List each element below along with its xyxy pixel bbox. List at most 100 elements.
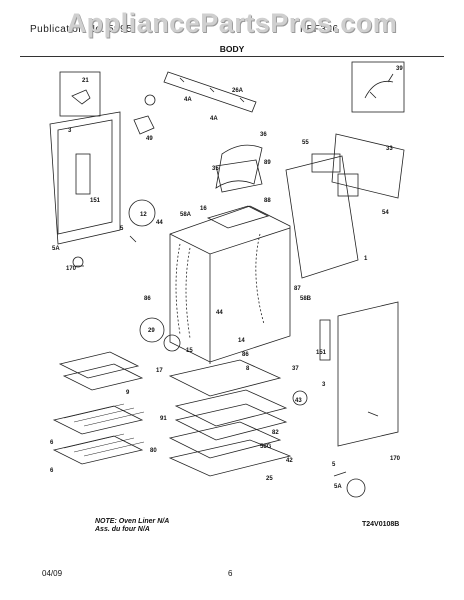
callout-55: 55 — [302, 140, 309, 146]
callout-80: 80 — [150, 448, 157, 454]
oven-racks-6-shape — [52, 405, 144, 465]
cover-8-shape — [168, 359, 282, 397]
exploded-parts-diagram: 21 26A 4A 4A 39 49 3 151 36 89 35 55 33 … — [49, 61, 405, 498]
callout-39: 39 — [396, 66, 403, 72]
callout-89: 89 — [264, 160, 271, 166]
leveling-leg-5A-right — [346, 478, 366, 498]
callout-42: 42 — [286, 458, 293, 464]
callout-21: 21 — [82, 78, 89, 84]
side-panel-left-inner — [57, 119, 113, 235]
callout-37: 37 — [292, 366, 299, 372]
drawer-82-shape — [174, 389, 288, 427]
duct-35-shape — [215, 159, 263, 193]
callout-9: 9 — [126, 390, 130, 396]
broiler-pan-9-shape — [58, 351, 144, 391]
callout-labels: 21 26A 4A 4A 39 49 3 151 36 89 35 55 33 … — [50, 66, 403, 490]
callout-151-left: 151 — [90, 198, 101, 204]
callout-91: 91 — [160, 416, 167, 422]
oven-body-shape — [169, 205, 291, 363]
inset-box-bracket — [59, 71, 101, 117]
insulation-58B-shape — [255, 233, 265, 325]
callout-5-right: 5 — [332, 462, 336, 468]
callout-44-upper: 44 — [156, 220, 163, 226]
callout-58G: 58G — [260, 444, 272, 450]
callout-25: 25 — [266, 476, 273, 482]
part-15-circle — [163, 334, 181, 352]
callout-58A: 58A — [180, 212, 192, 218]
callout-26A: 26A — [232, 88, 244, 94]
watermark: AppliancePartsPros.com — [66, 8, 398, 38]
callout-88: 88 — [264, 198, 271, 204]
footer-date: 04/09 — [42, 569, 63, 578]
panel-151-right-shape — [319, 319, 331, 361]
side-panel-right-shape — [337, 301, 399, 447]
callout-36: 36 — [260, 132, 267, 138]
side-panel-left-shape — [49, 111, 121, 245]
bracket-54-shape — [337, 173, 359, 197]
callout-3-top: 3 — [68, 128, 72, 134]
callout-170-right: 170 — [390, 456, 401, 462]
part-29-circle — [139, 317, 165, 343]
oven-body-edges — [169, 227, 291, 364]
callout-8: 8 — [246, 366, 250, 372]
publication-number: Publication No. 5995 — [30, 24, 133, 35]
leveling-leg-5A-left — [72, 256, 84, 268]
callout-5-left: 5 — [120, 226, 124, 232]
callout-14: 14 — [238, 338, 245, 344]
liner-note-en: NOTE: Oven Liner N/A — [95, 518, 170, 525]
callout-151-right: 151 — [316, 350, 327, 356]
bracket-55-shape — [311, 153, 341, 173]
model-number: FEF326 — [300, 24, 339, 35]
callout-29: 29 — [148, 328, 155, 334]
callout-86-left: 86 — [144, 296, 151, 302]
back-cover-33-shape — [331, 133, 405, 199]
panel-151-left-shape — [75, 153, 91, 195]
insulation-58A-shape — [175, 243, 191, 339]
title-rule — [20, 56, 444, 57]
callout-5A-left: 5A — [52, 246, 60, 252]
hinge-12-circle — [128, 199, 156, 227]
callout-170-left: 170 — [66, 266, 77, 272]
drawer-80-shape — [168, 403, 288, 459]
rack-wires — [63, 403, 145, 457]
screw-43-circle — [292, 390, 308, 406]
part-4A-shape — [144, 94, 156, 106]
callout-3-right: 3 — [322, 382, 326, 388]
callout-4A-top: 4A — [184, 97, 192, 103]
callout-87: 87 — [294, 286, 301, 292]
top-bracket-26A-shape — [163, 71, 257, 113]
callout-82: 82 — [272, 430, 279, 436]
callout-17: 17 — [156, 368, 163, 374]
harness-39-shape — [364, 73, 394, 99]
callout-16: 16 — [200, 206, 207, 212]
callout-33: 33 — [386, 146, 393, 152]
callout-54: 54 — [382, 210, 389, 216]
base-25-shape — [168, 439, 292, 477]
callout-6-b: 6 — [50, 468, 54, 474]
vent-duct-36-shape — [215, 144, 263, 189]
leg-brackets — [76, 235, 379, 477]
bracket-21-shape — [71, 89, 91, 105]
callout-15: 15 — [186, 348, 193, 354]
callout-49: 49 — [146, 136, 153, 142]
callout-12: 12 — [140, 212, 147, 218]
callout-1: 1 — [364, 256, 368, 262]
callout-35: 35 — [212, 166, 219, 172]
callout-43: 43 — [295, 398, 302, 404]
insulation-16-shape — [206, 205, 270, 229]
clip-49-shape — [133, 115, 155, 135]
diagram-code: T24V0108B — [362, 521, 400, 528]
callout-6-a: 6 — [50, 440, 54, 446]
callout-5A-right: 5A — [334, 484, 342, 490]
inset-box-harness — [351, 61, 405, 113]
liner-note: NOTE: Oven Liner N/A Ass. du four N/A — [95, 518, 169, 534]
liner-note-fr: Ass. du four N/A — [95, 526, 150, 533]
back-panel-1-shape — [285, 155, 359, 279]
callout-86-mid: 86 — [242, 352, 249, 358]
page-title: BODY — [219, 44, 245, 54]
page-number: 6 — [228, 569, 233, 578]
callout-58B: 58B — [300, 296, 312, 302]
callout-4A-mid: 4A — [210, 116, 218, 122]
callout-44-lower: 44 — [216, 310, 223, 316]
